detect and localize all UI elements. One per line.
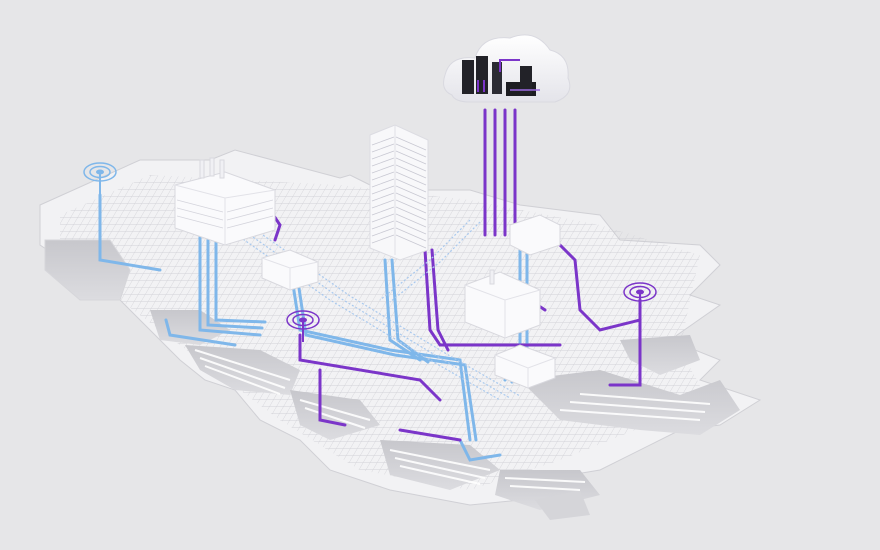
skyscraper-icon [369, 124, 429, 261]
server-building-icon [174, 157, 561, 389]
cloud-datacenter-icon [443, 34, 571, 103]
purple-cables [268, 108, 642, 442]
floor-pits [44, 239, 740, 520]
pit-conduits [194, 349, 711, 491]
wifi-hotspot-icon [83, 162, 657, 342]
